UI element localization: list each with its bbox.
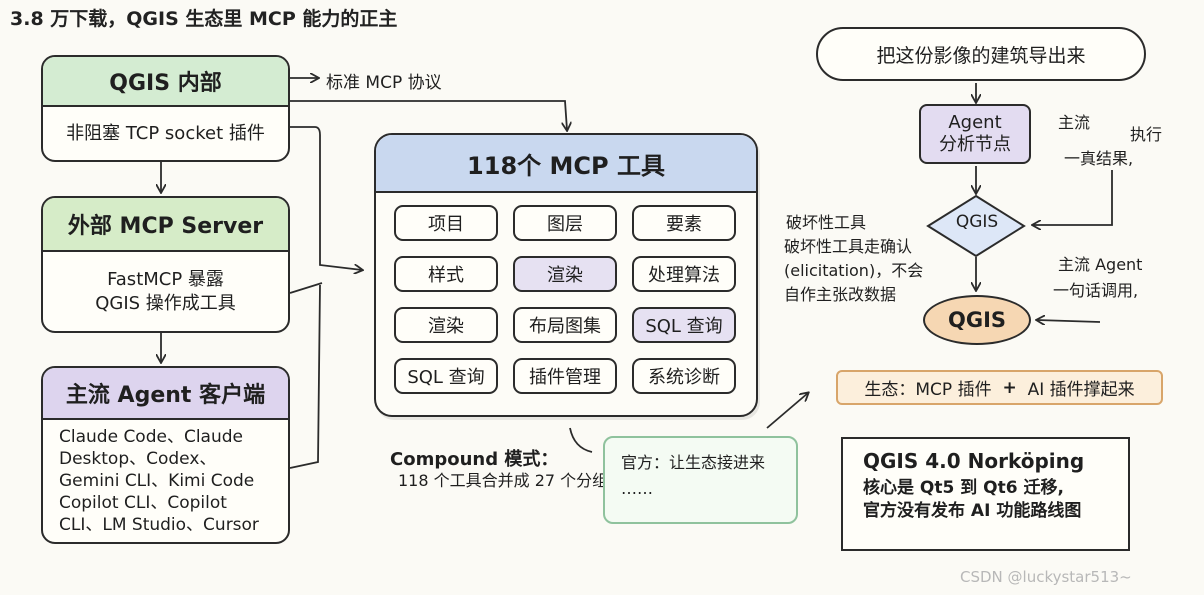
agent-analysis-node: Agent 分析节点 bbox=[919, 104, 1031, 164]
watermark: CSDN @luckystar513~ bbox=[960, 568, 1132, 586]
tool-chip: 样式 bbox=[394, 256, 498, 292]
mcp-tools-title: 118个 MCP 工具 bbox=[376, 135, 756, 193]
destructive-line: 破坏性工具走确认 bbox=[784, 237, 913, 256]
tool-chip: 渲染 bbox=[513, 256, 617, 292]
client-line: Gemini CLI、Kimi Code bbox=[59, 471, 255, 492]
agent-call-line: 一句话调用, bbox=[1053, 281, 1139, 300]
mainline-exec-c: 一真结果, bbox=[1064, 149, 1134, 168]
release-line: 核心是 Qt5 到 Qt6 迁移, bbox=[863, 478, 1064, 498]
ecosystem-right: AI 插件撑起来 bbox=[1027, 380, 1135, 400]
client-line: Desktop、Codex、 bbox=[59, 449, 217, 470]
official-note-ellipsis: …… bbox=[621, 478, 653, 498]
mainline-exec-a: 主流 bbox=[1058, 113, 1091, 132]
agent-clients-card: 主流 Agent 客户端 Claude Code、Claude Desktop、… bbox=[41, 366, 290, 544]
destructive-title: 破坏性工具 bbox=[786, 213, 867, 232]
ecosystem-left: 生态：MCP 插件 bbox=[864, 380, 992, 400]
client-line: CLI、LM Studio、Cursor bbox=[59, 515, 259, 536]
plus-icon: + bbox=[1002, 377, 1017, 398]
user-request-bubble: 把这份影像的建筑导出来 bbox=[816, 27, 1146, 81]
tool-chip: 项目 bbox=[394, 205, 498, 241]
agent-node-line: Agent bbox=[948, 112, 1002, 134]
qgis-internal-body: 非阻塞 TCP socket 插件 bbox=[43, 107, 288, 160]
note-pointer bbox=[569, 427, 593, 453]
client-line: Claude Code、Claude bbox=[59, 427, 243, 447]
tool-chip: 插件管理 bbox=[513, 358, 617, 394]
qgis-diamond-label: QGIS bbox=[955, 212, 999, 232]
external-server-line: FastMCP 暴露 bbox=[107, 268, 224, 290]
arrow-internal-to-panel bbox=[290, 126, 362, 270]
tool-chip: 图层 bbox=[513, 205, 617, 241]
mcp-tools-panel: 118个 MCP 工具 项目 图层 要素 样式 渲染 处理算法 渲染 布局图集 … bbox=[374, 133, 758, 417]
tool-chip: 要素 bbox=[632, 205, 736, 241]
qgis-final-node: QGIS bbox=[923, 295, 1031, 345]
page-title: 3.8 万下载，QGIS 生态里 MCP 能力的正主 bbox=[10, 8, 398, 30]
tool-chip: 系统诊断 bbox=[632, 358, 736, 394]
arrow-release-to-panel bbox=[766, 393, 808, 429]
tool-chip: SQL 查询 bbox=[394, 358, 498, 394]
arrow-clients-to-panel bbox=[289, 284, 321, 469]
external-server-body: FastMCP 暴露 QGIS 操作成工具 bbox=[43, 252, 288, 331]
release-line: 官方没有发布 AI 功能路线图 bbox=[863, 500, 1082, 521]
destructive-line: 自作主张改数据 bbox=[784, 285, 897, 304]
tool-chip: SQL 查询 bbox=[632, 307, 736, 343]
release-box: QGIS 4.0 Norköping 核心是 Qt5 到 Qt6 迁移, 官方没… bbox=[841, 437, 1130, 551]
agent-node-line: 分析节点 bbox=[939, 134, 1011, 155]
external-server-line: QGIS 操作成工具 bbox=[95, 292, 236, 314]
destructive-line: (elicitation)，不会 bbox=[784, 261, 924, 280]
agent-clients-body: Claude Code、Claude Desktop、Codex、 Gemini… bbox=[43, 420, 288, 542]
official-note: 官方：让生态接进来 …… bbox=[603, 436, 798, 524]
protocol-label: 标准 MCP 协议 bbox=[326, 73, 442, 93]
client-line: Copilot CLI、Copilot bbox=[59, 493, 227, 514]
ecosystem-box: 生态：MCP 插件 + AI 插件撑起来 bbox=[836, 370, 1163, 405]
arrow-agent-call bbox=[1037, 320, 1101, 322]
external-server-card: 外部 MCP Server FastMCP 暴露 QGIS 操作成工具 bbox=[41, 196, 290, 333]
compound-title: Compound 模式： bbox=[390, 449, 559, 470]
arrow-server-to-panel bbox=[289, 282, 323, 294]
external-server-title: 外部 MCP Server bbox=[43, 198, 288, 252]
tool-chip: 布局图集 bbox=[513, 307, 617, 343]
qgis-internal-body-text: 非阻塞 TCP socket 插件 bbox=[66, 122, 265, 144]
tool-chip: 渲染 bbox=[394, 307, 498, 343]
arrow-exec-loop bbox=[1033, 170, 1113, 225]
qgis-internal-title: QGIS 内部 bbox=[43, 57, 288, 107]
tool-chip: 处理算法 bbox=[632, 256, 736, 292]
arrow-protocol-to-panel bbox=[290, 100, 567, 130]
qgis-internal-card: QGIS 内部 非阻塞 TCP socket 插件 bbox=[41, 55, 290, 162]
mainline-exec-b: 执行 bbox=[1130, 125, 1163, 144]
agent-call-line: 主流 Agent bbox=[1058, 255, 1143, 274]
tool-grid: 项目 图层 要素 样式 渲染 处理算法 渲染 布局图集 SQL 查询 SQL 查… bbox=[394, 205, 736, 394]
agent-clients-title: 主流 Agent 客户端 bbox=[43, 368, 288, 420]
official-note-line: 官方：让生态接进来 bbox=[621, 453, 766, 472]
release-title: QGIS 4.0 Norköping bbox=[863, 449, 1085, 473]
